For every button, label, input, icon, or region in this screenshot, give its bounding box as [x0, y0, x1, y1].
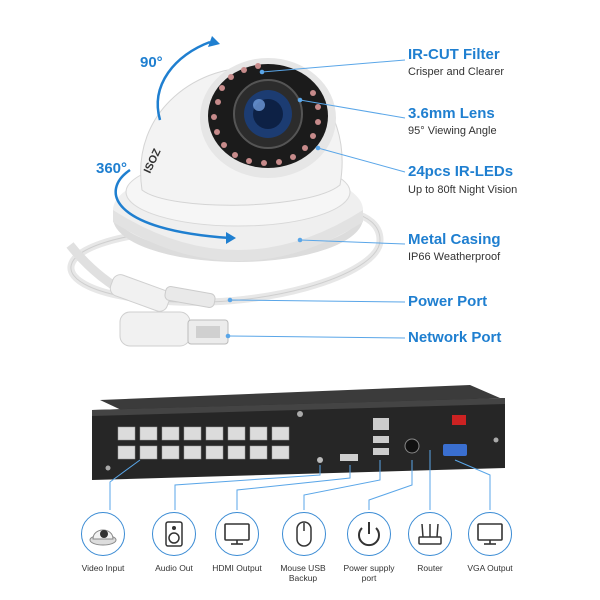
feature-title-ir-leds: 24pcs IR-LEDs [408, 163, 514, 180]
port-label-audio-out: Audio Out [155, 563, 193, 573]
speaker-icon [165, 521, 183, 547]
router-circle [408, 512, 452, 556]
port-label-router: Router [417, 563, 443, 573]
monitor-icon [224, 523, 250, 545]
router-icon [418, 523, 442, 545]
port-label-video-input: Video Input [81, 563, 125, 573]
dome-camera-icon [89, 529, 117, 546]
video-input-circle [81, 512, 125, 556]
monitor-icon [477, 523, 503, 545]
nvr-connection-lines [109, 450, 491, 510]
feature-title-ir-cut: IR-CUT Filter [408, 46, 500, 63]
nvr-recorder-illustration [92, 385, 505, 480]
feature-title-lens: 3.6mm Lens [408, 105, 495, 122]
feature-title-power-port: Power Port [408, 293, 488, 310]
feature-title-metal-casing: Metal Casing [408, 231, 501, 248]
feature-subtitle-metal-casing: IP66 Weatherproof [408, 251, 501, 263]
feature-subtitle-ir-cut: Crisper and Clearer [408, 66, 504, 78]
mouse-usb-circle [282, 512, 326, 556]
pan-angle-label: 360° [96, 160, 128, 177]
dome-camera-illustration: ISOZ [66, 36, 406, 347]
power-supply-circle [347, 512, 391, 556]
tilt-angle-label: 90° [140, 54, 163, 71]
vga-output-circle [468, 512, 512, 556]
audio-out-circle [152, 512, 196, 556]
feature-title-network-port: Network Port [408, 329, 502, 346]
port-label-hdmi-output: HDMI Output [212, 563, 262, 573]
port-label-power-supply: Power supply port [343, 563, 395, 583]
port-label-mouse-usb-backup: Mouse USB Backup [280, 563, 326, 583]
feature-subtitle-ir-leds: Up to 80ft Night Vision [408, 184, 518, 196]
port-label-vga-output: VGA Output [467, 563, 513, 573]
mouse-icon [296, 521, 312, 547]
feature-subtitle-lens: 95° Viewing Angle [408, 125, 497, 137]
power-icon [358, 522, 380, 547]
hdmi-output-circle [215, 512, 259, 556]
